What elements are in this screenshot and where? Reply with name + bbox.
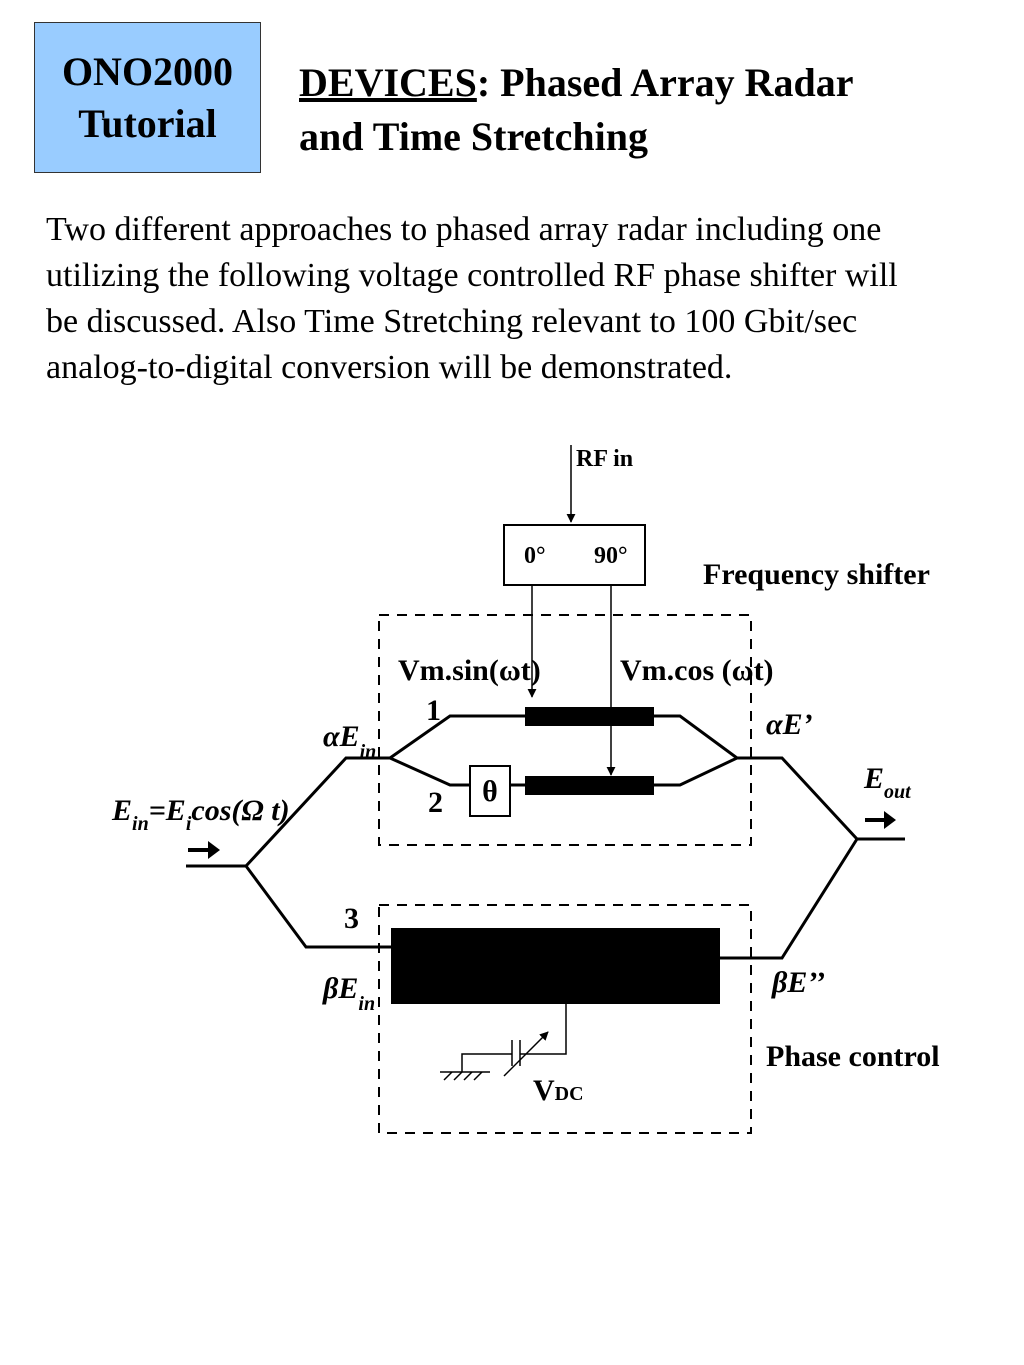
e-out-label: Eout [863,762,912,803]
body-paragraph: Two different approaches to phased array… [46,207,1006,391]
hybrid-rect [503,524,646,586]
title-rest: : Phased Array Radar [476,60,854,105]
body-line-1: Two different approaches to phased array… [46,211,882,248]
phase-control-box [378,904,752,1134]
beta-e-dprime-label: βE’’ [771,966,825,999]
vdc-wire-left [461,1053,512,1072]
body-line-4: analog-to-digital conversion will be dem… [46,349,733,386]
tutorial-badge: ONO2000 Tutorial [34,22,261,173]
phase-control-label: Phase control [766,1040,940,1073]
vdc-wire-right [520,1004,567,1055]
arm-3-label: 3 [344,902,359,935]
variable-arrow [503,1031,549,1077]
frequency-shifter-label: Frequency shifter [703,558,930,591]
electrode-arm-2 [525,776,654,795]
theta-rect [469,765,511,817]
alpha-e-in-label: αEin [323,720,376,763]
arm-1-label: 1 [426,694,441,727]
phase-control-electrode [391,928,720,1004]
theta-label: θ [482,775,498,808]
phase-90-label: 90° [594,543,628,569]
beta-e-in-label: βEin [322,972,375,1015]
vdc-circuit [440,1004,567,1081]
e-in-equation: Ein=Eicos(Ω t) [111,794,290,835]
rf-input: RF in [566,445,633,523]
slide-title: DEVICES: Phased Array Radar and Time Str… [299,56,999,164]
body-line-3: be discussed. Also Time Stretching relev… [46,303,858,340]
vm-sin-label: Vm.sin(ωt) [398,654,541,687]
frequency-shifter-box [378,614,752,846]
electrode-arm-1 [525,707,654,726]
vm-cos-label: Vm.cos (ωt) [620,654,774,687]
waveguides [186,714,905,960]
ground-icon [443,1071,483,1081]
alpha-e-prime-label: αE’ [766,708,813,741]
rf-in-label: RF in [576,446,633,472]
hybrid-box: 0° 90° [503,524,646,586]
arm-2-label: 2 [428,786,443,819]
title-devices: DEVICES [299,60,477,105]
title-line-2: and Time Stretching [299,114,648,159]
lower-arm-right [720,838,859,960]
badge-line-2: Tutorial [78,100,217,146]
phase-0-label: 0° [524,543,546,569]
arm-2-left [389,756,470,787]
vdc-label: VDC [533,1074,584,1107]
lower-arm-left [244,865,392,949]
output-arrow-icon [865,811,896,829]
body-line-2: utilizing the following voltage controll… [46,257,898,294]
theta-phase-box: θ [469,765,511,817]
badge-line-1: ONO2000 [61,48,234,94]
input-arrow-icon [188,841,220,859]
